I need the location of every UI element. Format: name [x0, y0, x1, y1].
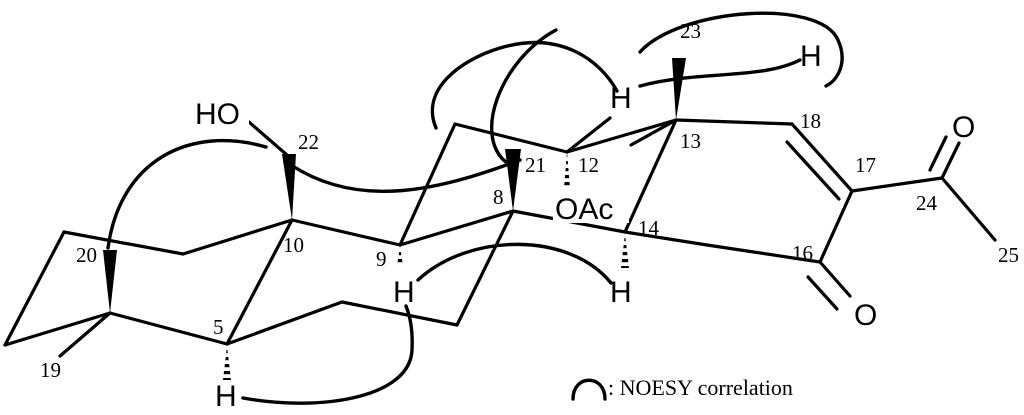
- label-masks: [193, 40, 826, 410]
- stereo-bonds: [103, 58, 686, 380]
- atom-number-25: 25: [998, 243, 1019, 267]
- bond: [58, 311, 112, 358]
- bond: [453, 122, 569, 154]
- bond: [623, 118, 678, 234]
- bond: [181, 218, 294, 256]
- atom-number-18: 18: [800, 109, 821, 133]
- bond: [398, 122, 457, 247]
- bond: [850, 176, 944, 193]
- bond: [940, 141, 961, 180]
- bond: [928, 135, 948, 172]
- atom-labels: HO OAc H H H H H O O: [195, 40, 975, 413]
- noesy-curve-h12-21: [430, 40, 619, 130]
- bond: [785, 140, 841, 201]
- wedge-bond: [282, 154, 296, 220]
- bond: [62, 230, 185, 256]
- bond: [818, 260, 852, 298]
- atom-number-5: 5: [213, 315, 224, 339]
- atom-number-22: 22: [298, 130, 319, 154]
- bond: [290, 218, 402, 247]
- wedge-bond: [505, 149, 521, 211]
- atom-numbers: 5 8 9 10 12 13 14 16 17 18 19 20 21 22 2…: [40, 19, 1019, 382]
- bond: [3, 311, 112, 347]
- bond: [565, 116, 612, 154]
- noesy-curve-h-h: [638, 58, 802, 88]
- atom-number-17: 17: [855, 153, 876, 177]
- bond: [225, 218, 294, 346]
- atom-number-24: 24: [916, 191, 938, 215]
- h-12-label: H: [610, 82, 632, 115]
- bond: [565, 118, 678, 154]
- bond: [108, 311, 229, 346]
- noesy-curve-5-9: [241, 304, 414, 405]
- hydroxyl-label: HO: [195, 98, 240, 131]
- hashed-bond: [621, 234, 629, 268]
- legend-text: : NOESY correlation: [608, 375, 793, 400]
- atom-number-13: 13: [680, 129, 701, 153]
- bond: [674, 118, 794, 126]
- atom-number-8: 8: [493, 185, 504, 209]
- bond: [790, 122, 854, 193]
- bond: [3, 230, 66, 347]
- wedge-bond: [103, 250, 117, 313]
- atom-number-23: 23: [680, 19, 701, 43]
- bond: [629, 118, 678, 147]
- bond: [940, 176, 997, 242]
- legend-noesy-symbol: [571, 378, 607, 401]
- legend: : NOESY correlation: [571, 375, 793, 401]
- hashed-bond: [564, 152, 570, 188]
- hashed-bond: [397, 247, 403, 265]
- bond: [247, 120, 289, 157]
- bond: [705, 243, 822, 264]
- noesy-curve-9-14: [416, 242, 613, 285]
- atom-number-19: 19: [40, 358, 61, 382]
- atom-number-12: 12: [578, 153, 599, 177]
- bond: [398, 209, 515, 247]
- bond: [818, 189, 854, 264]
- wedge-bond: [672, 58, 686, 120]
- bond: [340, 300, 459, 327]
- acetoxy-label: OAc: [555, 193, 613, 226]
- skeleton-bonds: [3, 116, 997, 358]
- atom-number-10: 10: [283, 233, 304, 257]
- carbonyl-o-16-label: O: [854, 299, 877, 332]
- h-9-label: H: [393, 276, 415, 309]
- bond: [225, 300, 344, 346]
- h-14-label: H: [610, 276, 632, 309]
- bond: [455, 209, 515, 327]
- noesy-curve-22-20: [106, 138, 268, 250]
- bond: [623, 230, 709, 247]
- bond: [806, 275, 839, 311]
- carbonyl-o-24-label: O: [952, 111, 975, 144]
- noesy-curve-h23-h: [638, 11, 844, 88]
- noesy-curve-22-21: [289, 158, 522, 194]
- atom-number-14: 14: [638, 216, 660, 240]
- atom-number-16: 16: [792, 241, 813, 265]
- atom-number-20: 20: [76, 243, 97, 267]
- noesy-curve-21-20-ring: [490, 28, 558, 167]
- atom-number-9: 9: [376, 247, 387, 271]
- hashed-bond: [223, 346, 231, 380]
- atom-number-21: 21: [525, 153, 546, 177]
- noesy-correlations: [106, 11, 844, 405]
- h-top-label: H: [800, 40, 822, 73]
- h-5-label: H: [215, 380, 237, 413]
